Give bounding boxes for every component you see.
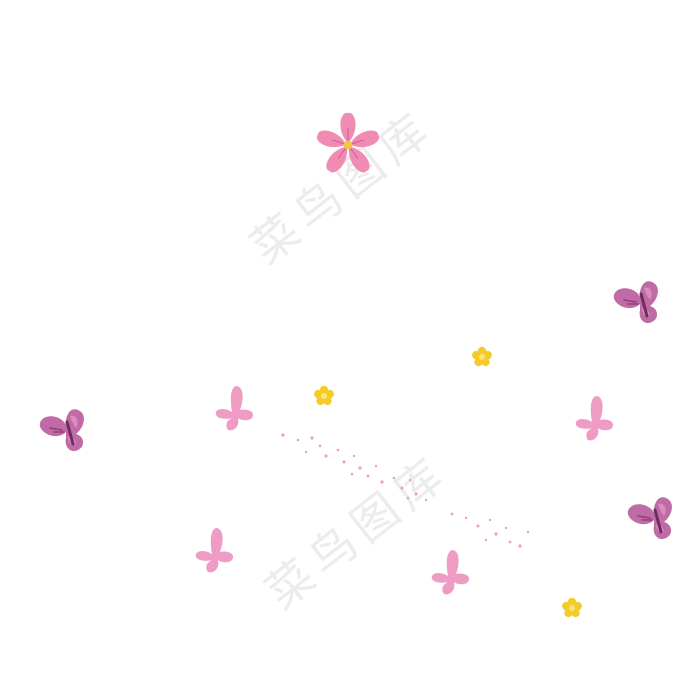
butterfly-icon xyxy=(612,279,660,325)
butterfly-icon xyxy=(431,550,470,595)
sparkle-dots xyxy=(281,433,530,548)
butterfly-icon xyxy=(626,495,674,541)
butterfly-icon xyxy=(195,528,234,573)
cherry-blossom-icon xyxy=(316,112,380,173)
butterfly-icon xyxy=(38,407,86,453)
small-flower-icon xyxy=(562,597,582,618)
small-flower-icon xyxy=(472,346,492,367)
butterfly-icon xyxy=(215,386,254,431)
small-flower-icon xyxy=(314,385,334,406)
butterfly-icon xyxy=(575,396,614,441)
